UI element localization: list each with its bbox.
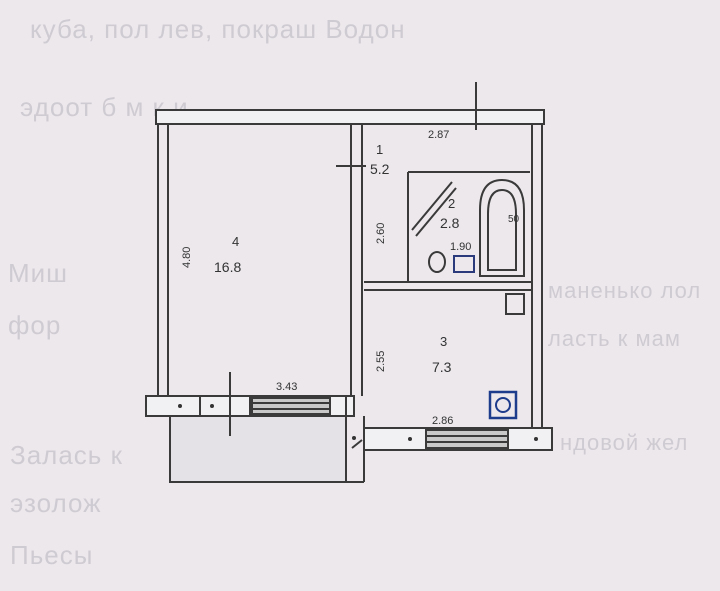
room-area-label: 2.8	[440, 215, 460, 231]
room-number-label: 4	[232, 234, 239, 249]
room-area-label: 16.8	[214, 259, 241, 275]
bathtub	[479, 178, 525, 277]
dimension-label: 4.80	[181, 247, 193, 268]
wall-dot	[178, 404, 182, 408]
room-number-label: 3	[440, 334, 447, 349]
wall-dot	[534, 437, 538, 441]
bathtub-inner	[487, 188, 517, 271]
background-text: Миш	[8, 258, 69, 288]
room-number-label: 1	[376, 142, 383, 157]
background-text: ласть к мам	[548, 326, 681, 351]
door-swing	[411, 181, 453, 231]
background-text: куба, пол лев, покраш Водон	[30, 14, 406, 44]
window-right	[425, 429, 509, 449]
room-area-label: 7.3	[432, 359, 452, 375]
top-wall	[155, 109, 545, 125]
wall-dot	[352, 436, 356, 440]
dimension-label: 2.55	[375, 351, 387, 372]
room-area-label: 5.2	[370, 161, 390, 177]
background-text: Залась к	[10, 440, 123, 470]
room-number-label: 2	[448, 196, 455, 211]
sink	[453, 255, 475, 273]
stove-burner	[495, 397, 511, 413]
dimension-label: 50	[508, 214, 520, 225]
dimension-label: 2.87	[428, 129, 449, 141]
wall-dot	[408, 437, 412, 441]
background-text: эзолож	[10, 488, 102, 518]
background-text: Пьесы	[10, 540, 94, 570]
background-text: фор	[8, 310, 62, 340]
dimension-label: 2.60	[375, 223, 387, 244]
window-left	[251, 397, 331, 415]
stove	[488, 390, 518, 420]
dimension-tick	[351, 439, 363, 449]
background-text: маненько лол	[548, 278, 702, 303]
dimension-label: 2.86	[432, 415, 453, 427]
background-text: ндовой жел	[560, 430, 689, 455]
balcony	[169, 415, 347, 483]
wall-dot	[210, 404, 214, 408]
kitchen-cabinet	[505, 293, 525, 315]
toilet	[428, 251, 446, 273]
dimension-label: 3.43	[276, 381, 297, 393]
dimension-label: 1.90	[450, 241, 471, 253]
door-swing	[415, 187, 457, 237]
